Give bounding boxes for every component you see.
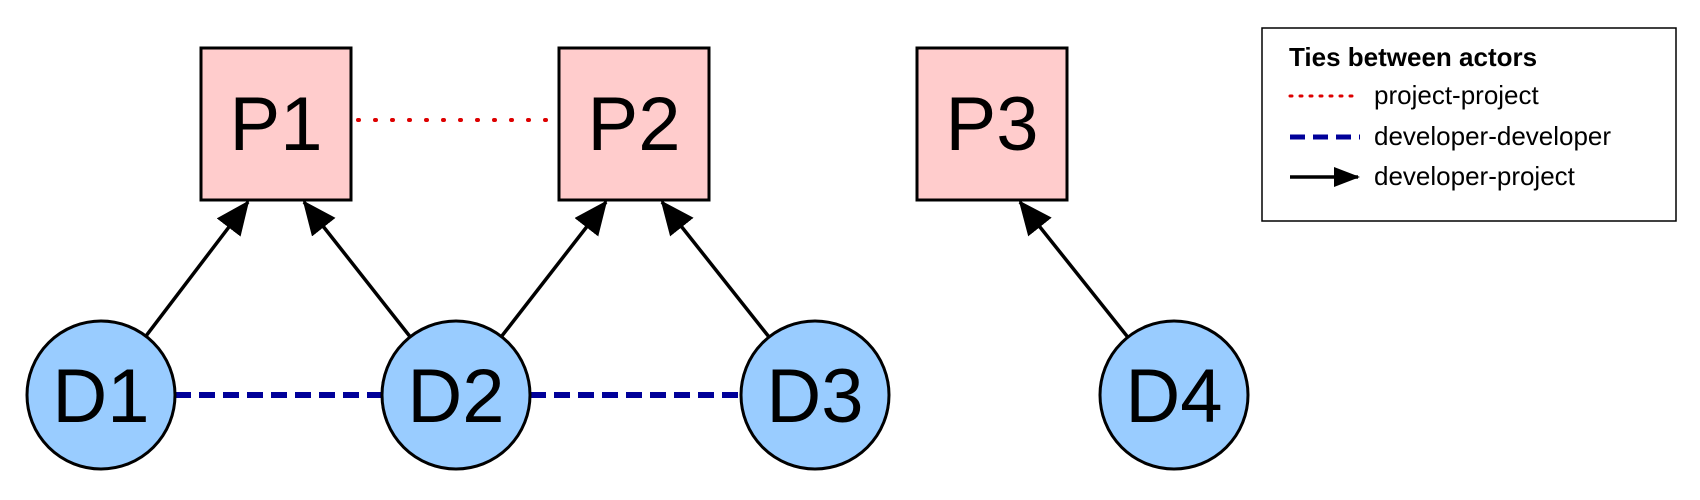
developer-project-tie-d1-p1 <box>144 200 250 338</box>
legend-title: Ties between actors <box>1289 42 1537 72</box>
developer-label-d4: D4 <box>1125 354 1222 439</box>
developer-project-tie-d3-p2 <box>660 200 771 339</box>
project-label-p1: P1 <box>230 82 323 167</box>
legend-label-developer-developer: developer-developer <box>1374 121 1611 151</box>
developer-project-tie-d4-p3 <box>1018 200 1130 339</box>
legend-box <box>1261 27 1677 222</box>
project-node-p2: P2 <box>557 46 711 202</box>
legend-label-developer-project: developer-project <box>1374 161 1576 191</box>
developer-label-d1: D1 <box>52 354 149 439</box>
developer-label-d2: D2 <box>407 354 504 439</box>
project-label-p2: P2 <box>588 82 681 167</box>
developer-node-d1: D1 <box>25 319 177 471</box>
project-label-p3: P3 <box>946 82 1039 167</box>
developer-project-tie-d2-p2 <box>500 200 608 338</box>
developer-node-d2: D2 <box>380 319 532 471</box>
legend: Ties between actors project-project deve… <box>1261 27 1677 222</box>
developer-project-tie-d2-p1 <box>302 200 412 338</box>
ties-layer <box>144 118 1130 398</box>
project-node-p1: P1 <box>199 46 353 202</box>
developer-node-d4: D4 <box>1098 319 1250 471</box>
project-node-p3: P3 <box>915 46 1069 202</box>
developer-node-d3: D3 <box>739 319 891 471</box>
legend-label-project-project: project-project <box>1374 80 1540 110</box>
developer-label-d3: D3 <box>766 354 863 439</box>
